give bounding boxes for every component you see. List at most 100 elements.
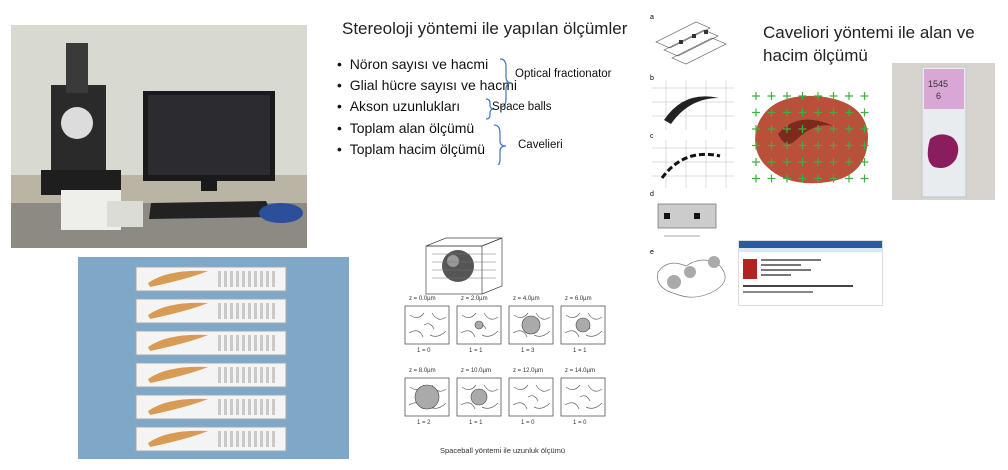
frame-depth-label: z = 0.0µm: [409, 296, 436, 302]
svg-text:6: 6: [936, 91, 941, 101]
grid-cross: [767, 158, 776, 166]
grid-cross: [783, 125, 791, 133]
tissue-sample: [148, 302, 208, 319]
spaceball-frame: z = 10.0µm 1 = 1: [455, 368, 503, 430]
grid-cross: [798, 141, 807, 150]
list-item: • Akson uzunlukları: [337, 98, 461, 114]
frame-count-label: 1 = 1: [469, 348, 483, 354]
grid-cross: [767, 141, 776, 150]
spaceball-frame: z = 6.0µm 1 = 1: [559, 296, 607, 358]
grid-cross: [767, 92, 776, 100]
grid-cross: [752, 141, 760, 150]
grid-cross: [829, 108, 838, 117]
frame-depth-label: z = 4.0µm: [513, 296, 540, 302]
panel-letter: d: [650, 191, 654, 198]
frame-depth-label: z = 6.0µm: [565, 296, 592, 302]
list-item: • Toplam hacim ölçümü: [337, 141, 486, 157]
spaceball-frame: z = 2.0µm 1 = 1: [455, 296, 503, 358]
grid-cross: [783, 174, 791, 183]
grid-cross: [798, 158, 807, 166]
grid-cross: [783, 141, 791, 150]
tissue-sample: [148, 430, 208, 447]
grid-cross: [798, 108, 807, 117]
tissue-cassettes-photo: [78, 257, 349, 459]
frame-depth-label: z = 8.0µm: [409, 368, 436, 374]
stereology-heading: Stereoloji yöntemi ile yapılan ölçümler: [342, 19, 628, 38]
frame-count-label: 1 = 2: [417, 420, 431, 426]
panel-letter: b: [650, 75, 654, 82]
cavalieri-label: Cavelieri: [518, 139, 563, 151]
grid-cross: [752, 125, 760, 133]
panel-letter: e: [650, 249, 654, 256]
optical-fractionator-label: Optical fractionator: [515, 68, 612, 80]
book-webpage-thumbnail: [738, 240, 883, 306]
list-item: • Glial hücre sayısı ve hacmi: [337, 77, 517, 93]
method-braces: [485, 58, 513, 165]
grid-cross: [860, 125, 869, 133]
frame-count-label: 1 = 1: [469, 420, 483, 426]
stereology-schematic: a b c d e: [644, 10, 738, 302]
grid-cross: [860, 108, 869, 117]
tissue-sample: [148, 334, 208, 351]
grid-cross: [845, 125, 853, 133]
frame-depth-label: z = 2.0µm: [461, 296, 488, 302]
tissue-sample: [148, 270, 208, 287]
tissue-sample: [148, 398, 208, 415]
grid-cross: [783, 92, 791, 100]
grid-cross: [767, 174, 776, 183]
grid-cross: [845, 92, 853, 100]
spaceball-frame: z = 14.0µm 1 = 0: [559, 368, 607, 430]
grid-cross: [829, 125, 838, 133]
grid-cross: [798, 125, 807, 133]
frame-depth-label: z = 12.0µm: [513, 368, 543, 374]
grid-cross: [752, 108, 760, 117]
frame-count-label: 1 = 0: [521, 420, 535, 426]
panel-letter: c: [650, 133, 654, 140]
frame-count-label: 1 = 0: [417, 348, 431, 354]
grid-cross: [767, 125, 776, 133]
frame-count-label: 1 = 0: [573, 420, 587, 426]
spaceball-3d-diagram: [422, 234, 510, 300]
frame-depth-label: z = 14.0µm: [565, 368, 595, 374]
cavalieri-heading: Caveliori yöntemi ile alan ve hacim ölçü…: [763, 23, 975, 65]
grid-cross: [767, 108, 776, 117]
frame-count-label: 1 = 1: [573, 348, 587, 354]
list-item: • Nöron sayısı ve hacmi: [337, 56, 489, 72]
grid-cross: [845, 108, 853, 117]
tissue-sample: [148, 366, 208, 383]
grid-cross: [829, 174, 838, 183]
space-balls-label: Space balls: [492, 101, 552, 113]
grid-cross: [752, 174, 760, 183]
frame-count-label: 1 = 3: [521, 348, 535, 354]
grid-cross: [845, 174, 853, 183]
grid-cross: [860, 174, 869, 183]
microscope-photo: [11, 25, 307, 248]
spaceball-frame: z = 0.0µm 1 = 0: [403, 296, 451, 358]
grid-cross: [845, 141, 853, 150]
grid-cross: [783, 108, 791, 117]
grid-cross: [860, 141, 869, 150]
grid-cross: [829, 92, 838, 100]
grid-cross: [814, 125, 822, 133]
spaceball-frame: z = 4.0µm 1 = 3: [507, 296, 555, 358]
grid-cross: [860, 92, 869, 100]
list-item: • Toplam alan ölçümü: [337, 120, 475, 136]
grid-cross: [798, 174, 807, 183]
frame-depth-label: z = 10.0µm: [461, 368, 491, 374]
svg-text:1545: 1545: [928, 79, 948, 89]
grid-cross: [798, 92, 807, 100]
grid-cross: [814, 141, 822, 150]
grid-cross: [860, 158, 869, 166]
slide-photo: 1545 6: [892, 63, 995, 200]
grid-cross: [845, 158, 853, 166]
grid-cross: [814, 174, 822, 183]
grid-cross: [752, 92, 760, 100]
grid-cross: [814, 92, 822, 100]
spaceball-frame: z = 12.0µm 1 = 0: [507, 368, 555, 430]
grid-cross: [783, 158, 791, 166]
grid-cross: [829, 158, 838, 166]
grid-cross: [829, 141, 838, 150]
spaceball-frame: z = 8.0µm 1 = 2: [403, 368, 451, 430]
spaceball-caption: Spaceball yöntemi ile uzunluk ölçümü: [440, 446, 566, 455]
